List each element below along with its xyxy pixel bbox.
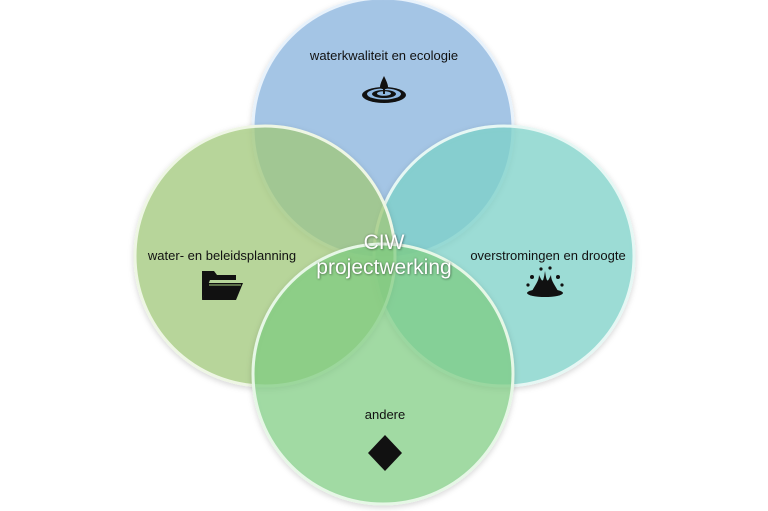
water-splash-icon xyxy=(526,266,564,297)
circle-bottom xyxy=(251,242,515,506)
folder-icon xyxy=(202,271,243,300)
circle-left-label: water- en beleidsplanning xyxy=(147,248,297,263)
circle-top-label: waterkwaliteit en ecologie xyxy=(309,48,459,63)
circle-right-label: overstromingen en droogte xyxy=(470,248,626,263)
circle-bottom-label: andere xyxy=(364,407,406,422)
diamond-icon xyxy=(368,435,402,471)
center-title: CIW projectwerking xyxy=(316,230,451,280)
center-title-line2: projectwerking xyxy=(316,256,452,279)
center-title-line1: CIW xyxy=(363,231,405,254)
water-drop-ripple-icon xyxy=(362,76,406,103)
